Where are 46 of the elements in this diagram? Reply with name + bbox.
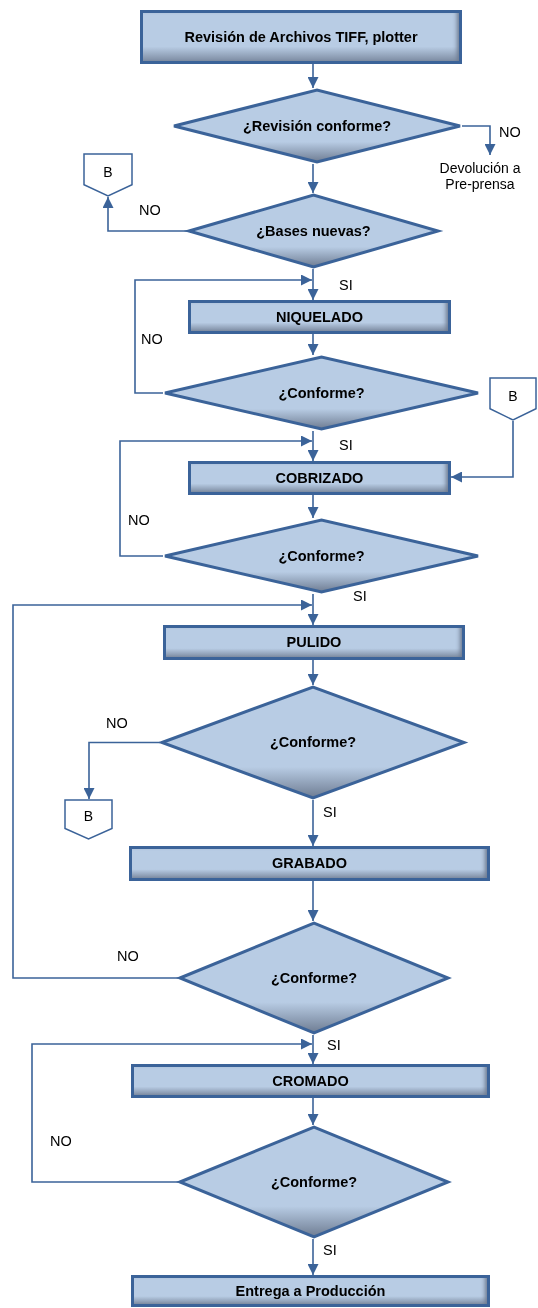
- arrow: [307, 333, 319, 356]
- arrow: [307, 799, 319, 847]
- outcome-label: Devolución a Pre-prensa: [438, 159, 522, 193]
- arrow: [307, 1238, 319, 1276]
- decision-label: ¿Conforme?: [270, 969, 358, 987]
- arrow: [307, 659, 319, 686]
- arrow: [31, 1038, 313, 1183]
- process-box: [131, 1064, 490, 1098]
- arrow: [119, 435, 313, 557]
- process-label: Revisión de Archivos TIFF, plotter: [183, 28, 419, 46]
- decision-label: ¿Conforme?: [269, 734, 357, 751]
- decision-label: ¿Bases nuevas?: [256, 222, 371, 240]
- arrow: [307, 268, 319, 301]
- process-box: [188, 461, 451, 495]
- arrow: [307, 63, 319, 89]
- arrow: [102, 196, 188, 232]
- process-box: [140, 10, 462, 64]
- process-label: CROMADO: [271, 1072, 350, 1090]
- process-label: PULIDO: [285, 634, 343, 651]
- decision-label: ¿Conforme?: [278, 547, 365, 565]
- arrow: [134, 274, 313, 394]
- arrow: [307, 880, 319, 922]
- process-label: Entrega a Producción: [234, 1282, 387, 1300]
- arrow: [461, 125, 496, 156]
- process-box: [131, 1275, 490, 1307]
- process-box: [129, 846, 490, 881]
- connector-label: B: [83, 808, 94, 827]
- arrow: [307, 593, 319, 626]
- arrow: [83, 741, 161, 800]
- arrow: [307, 1034, 319, 1065]
- decision-label: ¿Conforme?: [278, 384, 365, 402]
- decision-label: ¿Revisión conforme?: [242, 117, 392, 135]
- process-label: GRABADO: [271, 855, 348, 872]
- connector-label: B: [508, 387, 518, 406]
- arrow: [307, 494, 319, 519]
- arrow: [307, 430, 319, 462]
- arrow: [307, 163, 319, 194]
- arrow: [12, 599, 313, 979]
- decision-label: ¿Conforme?: [270, 1173, 358, 1191]
- process-box: [188, 300, 451, 334]
- connector-label: B: [103, 163, 113, 182]
- process-label: NIQUELADO: [275, 308, 364, 326]
- process-box: [163, 625, 465, 660]
- arrow: [450, 420, 514, 483]
- process-label: COBRIZADO: [274, 469, 365, 487]
- arrow: [307, 1097, 319, 1126]
